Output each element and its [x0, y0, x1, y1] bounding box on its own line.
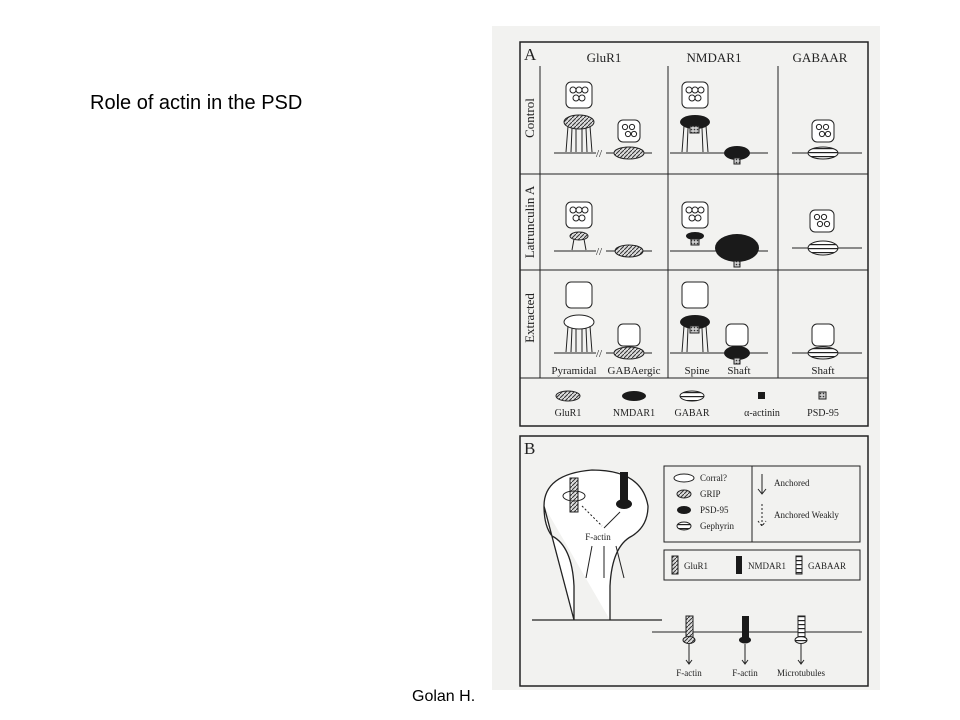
- nmdar1-cluster: [724, 346, 750, 360]
- glur1-cluster: [563, 114, 595, 130]
- row-label-control: Control: [522, 98, 537, 138]
- key-glur1: GluR1: [684, 561, 708, 571]
- gabaar-extracted-cell: [792, 323, 862, 360]
- corral-outline: [563, 314, 595, 330]
- gabaar-cluster: [807, 146, 839, 160]
- scanned-figure: A GluR1 NMDAR1 GABAAR Control Latrunculi…: [492, 26, 880, 690]
- nmdar1-cluster: [724, 146, 750, 160]
- panel-a-letter: A: [524, 45, 537, 64]
- f-actin-label: F-actin: [585, 532, 611, 542]
- key-gabaar: GABAAR: [808, 561, 846, 571]
- nmdar1-cluster: [680, 315, 710, 329]
- slide-title: Role of actin in the PSD: [90, 92, 303, 114]
- legend-gephyrin: Gephyrin: [700, 521, 734, 531]
- panel-a-legend: GluR1 NMDAR1 GABAR α-actinin PSD-95: [555, 390, 839, 419]
- presynaptic-terminal: [565, 81, 593, 109]
- label-gabaergic: GABAergic: [608, 365, 661, 377]
- panel-a-frame: [519, 41, 869, 427]
- glur1-latrunculin-cell: //: [554, 201, 652, 258]
- legend-alpha-actinin: α-actinin: [744, 408, 780, 419]
- legend-glur1: GluR1: [555, 408, 582, 419]
- legend-anchored-weakly: Anchored Weakly: [774, 510, 839, 520]
- legend-psd95-b: PSD-95: [700, 505, 729, 515]
- anchored-weakly-arrow-icon: [757, 504, 767, 527]
- label-shaft: Shaft: [811, 365, 834, 377]
- legend-anchored: Anchored: [774, 478, 810, 488]
- corral-icon: [562, 490, 586, 502]
- anchor-factin-1: F-actin: [676, 668, 702, 678]
- nmdar1-receptor-icon: [620, 472, 628, 506]
- legend-nmdar1: NMDAR1: [613, 408, 655, 419]
- svg-text://: //: [596, 348, 603, 360]
- label-shaft: Shaft: [727, 365, 750, 377]
- glur1-cluster: [614, 244, 644, 258]
- row-label-extracted: Extracted: [522, 293, 537, 343]
- legend-gabar: GABAR: [674, 408, 709, 419]
- panel-b-legend-box: [663, 465, 861, 543]
- label-spine: Spine: [684, 365, 709, 377]
- nmdar1-control-cell: [670, 81, 768, 165]
- glur1-control-cell: //: [554, 81, 652, 160]
- glur1-cluster: [613, 346, 645, 360]
- figure-svg: A GluR1 NMDAR1 GABAAR Control Latrunculi…: [492, 26, 880, 690]
- footer-author: Golan H.: [412, 688, 476, 705]
- nmdar1-cluster: [680, 115, 710, 129]
- panel-b: B F-actin Corral? GRIP PSD-95 Gephyrin A…: [519, 435, 869, 687]
- gabaar-cluster: [807, 346, 839, 360]
- nmdar1-cluster-large: [715, 234, 759, 262]
- anchor-factin-2: F-actin: [732, 668, 758, 678]
- presynaptic-terminal: [617, 119, 641, 143]
- gabaar-control-cell: [792, 119, 862, 160]
- panel-b-letter: B: [524, 439, 535, 458]
- presynaptic-terminal: [681, 81, 709, 109]
- anchor-microtubules: Microtubules: [777, 668, 825, 678]
- col-header-nmdar1: NMDAR1: [687, 50, 742, 65]
- legend-corral: Corral?: [700, 473, 727, 483]
- panel-a: A GluR1 NMDAR1 GABAAR Control Latrunculi…: [519, 41, 869, 427]
- row-label-latrunculin: Latrunculin A: [522, 185, 537, 258]
- legend-grip: GRIP: [700, 489, 721, 499]
- gabaar-cluster: [807, 240, 839, 256]
- presynaptic-terminal: [811, 119, 835, 143]
- svg-text://: //: [596, 246, 603, 258]
- nmdar1-latrunculin-cell: [670, 201, 768, 268]
- psd95-icon: [616, 499, 632, 509]
- anchored-arrow-icon: [757, 474, 767, 495]
- glur1-cluster: [613, 146, 645, 160]
- svg-text://: //: [596, 148, 603, 160]
- nmdar1-cluster: [686, 232, 704, 240]
- gabaar-latrunculin-cell: [792, 209, 862, 256]
- nmdar1-extracted-cell: [670, 281, 768, 365]
- panel-b-frame: [519, 435, 869, 687]
- legend-psd95: PSD-95: [807, 408, 839, 419]
- col-header-glur1: GluR1: [587, 50, 622, 65]
- key-nmdar1: NMDAR1: [748, 561, 786, 571]
- glur1-cluster: [569, 231, 589, 241]
- label-pyramidal: Pyramidal: [551, 365, 596, 377]
- col-header-gabaar: GABAAR: [793, 50, 848, 65]
- glur1-receptor-icon: [569, 477, 579, 513]
- receptor-key-box: [663, 549, 861, 581]
- glur1-extracted-cell: //: [554, 281, 652, 360]
